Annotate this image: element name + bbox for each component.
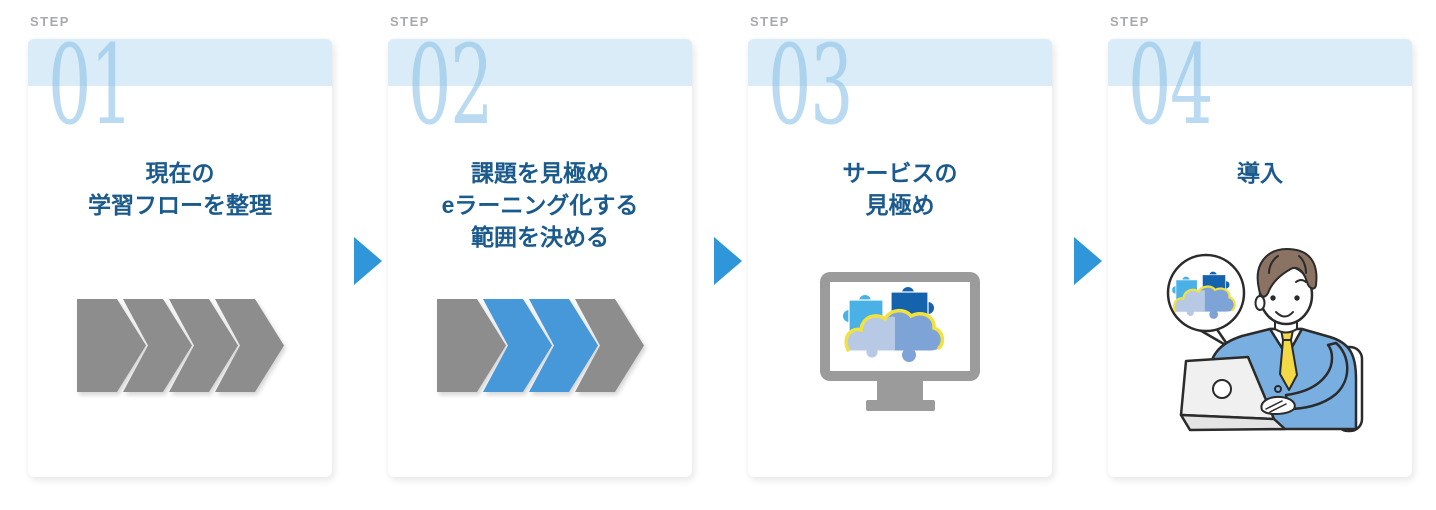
step-column-2: STEP 02 課題を見極め eラーニング化する 範囲を決める xyxy=(388,13,692,477)
title-line: 現在の xyxy=(145,160,215,186)
title-line: 学習フローを整理 xyxy=(88,192,272,218)
step-label: STEP xyxy=(1110,14,1150,29)
title-line: 見極め xyxy=(865,192,935,218)
card-header-band xyxy=(1108,39,1412,86)
step-card-1: 01 現在の 学習フローを整理 xyxy=(28,30,332,477)
chevron-segment xyxy=(215,299,284,392)
chevron-segment xyxy=(529,299,598,392)
title-line: eラーニング化する xyxy=(441,192,639,218)
hair-strand xyxy=(1298,255,1307,274)
step-column-4: STEP 04 導入 xyxy=(1108,13,1412,477)
step-card-4: 04 導入 xyxy=(1108,30,1412,477)
title-line: サービスの xyxy=(842,160,958,186)
title-line: 課題を見極め xyxy=(471,160,609,186)
title-line: 導入 xyxy=(1237,160,1283,186)
chevron-flow-arrows-icon xyxy=(77,299,284,397)
step-column-3: STEP 03 サービスの 見極め xyxy=(748,13,1052,477)
tie xyxy=(1279,339,1298,391)
chevron-segment xyxy=(169,299,238,392)
card-header-band xyxy=(388,39,692,86)
next-step-arrow-icon xyxy=(354,237,382,285)
next-step-arrow-icon xyxy=(714,237,742,285)
finger-lines xyxy=(1265,400,1287,413)
card-header-band xyxy=(748,39,1052,86)
step-column-1: STEP 01 現在の 学習フローを整理 xyxy=(28,13,332,477)
card-header-band xyxy=(28,39,332,86)
chevron-flow-arrows-icon xyxy=(437,299,644,397)
monitor-puzzle-icon xyxy=(820,272,980,417)
step-title: 導入 xyxy=(1108,157,1412,189)
monitor-base xyxy=(866,400,935,411)
step-label: STEP xyxy=(390,14,430,29)
hair-strand xyxy=(1268,255,1279,274)
person-ear xyxy=(1254,295,1266,311)
eyebrow xyxy=(1295,279,1307,283)
step-title: 現在の 学習フローを整理 xyxy=(28,157,332,221)
person-hand xyxy=(1260,395,1296,415)
step-label: STEP xyxy=(30,14,70,29)
laptop-logo xyxy=(1212,379,1232,399)
next-step-arrow-icon xyxy=(1074,237,1102,285)
step-number: 02 xyxy=(408,21,494,149)
step-number: 01 xyxy=(48,21,134,149)
step-number: 04 xyxy=(1128,21,1214,149)
chevron-segment xyxy=(77,299,146,392)
eye xyxy=(1294,295,1300,301)
step-card-3: 03 サービスの 見極め xyxy=(748,30,1052,477)
smile xyxy=(1275,311,1294,318)
jacket-button xyxy=(1274,385,1282,393)
monitor-neck xyxy=(877,381,923,400)
chevron-segment xyxy=(575,299,644,392)
chevron-segment xyxy=(437,299,506,392)
chevron-segment xyxy=(483,299,552,392)
step-number: 03 xyxy=(768,21,854,149)
step-label: STEP xyxy=(750,14,790,29)
eye xyxy=(1270,295,1276,301)
step-title: サービスの 見極め xyxy=(748,157,1052,221)
chevron-segment xyxy=(123,299,192,392)
person-laptop-illustration xyxy=(1150,243,1390,438)
title-line: 範囲を決める xyxy=(471,224,609,250)
step-title: 課題を見極め eラーニング化する 範囲を決める xyxy=(388,157,692,253)
laptop-base xyxy=(1179,413,1287,432)
step-card-2: 02 課題を見極め eラーニング化する 範囲を決める xyxy=(388,30,692,477)
